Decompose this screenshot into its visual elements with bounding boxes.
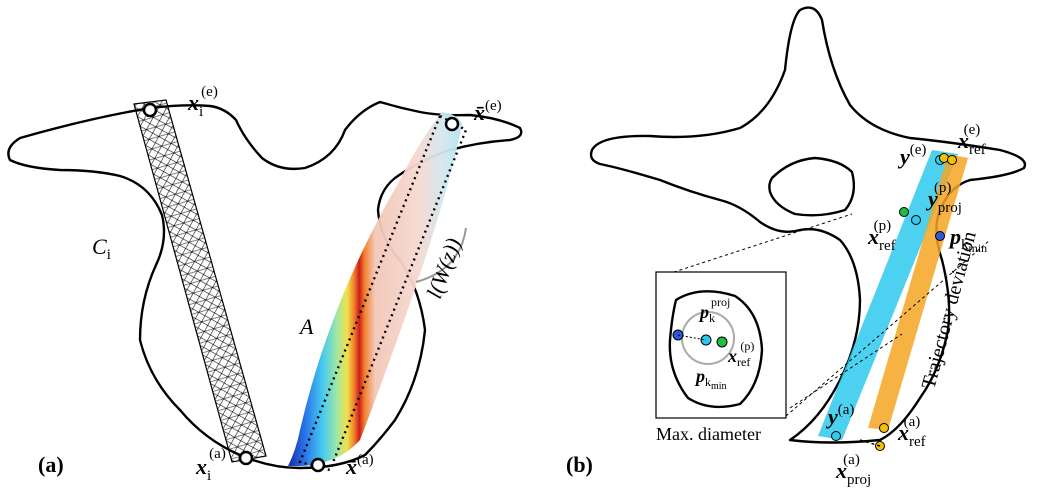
xref-p-label: xref(p) — [867, 218, 896, 254]
inset-caption: Max. diameter — [656, 424, 761, 444]
yproj-label: yproj(p) — [925, 180, 962, 216]
vertebra-outline-b — [589, 6, 1027, 444]
inset-box: pkproj xref(p) pkmin — [655, 271, 787, 419]
inset-xref-point — [716, 336, 728, 348]
cyan-band — [818, 150, 958, 440]
mean-entry-label: x̄(e) — [473, 98, 502, 125]
exit-point-a — [238, 450, 254, 466]
mean-entry-point — [444, 116, 460, 132]
yproj-point — [911, 215, 921, 225]
xref-a-point — [879, 423, 889, 433]
xref-e-label: xref(e) — [957, 122, 986, 158]
proj-line-bottom — [785, 239, 991, 417]
mean-exit-point — [310, 457, 326, 473]
panel-a: xi(e) Ci A x̄(e) l(W(z)) xi(a) x̄(a) (a) — [7, 84, 523, 484]
panel-a-label: (a) — [38, 452, 64, 477]
vertebra-outline-a — [7, 100, 523, 470]
inset-link — [677, 334, 707, 341]
xproj-a-label: xproj(a) — [835, 452, 871, 488]
inset-pk-label: pkproj — [698, 295, 730, 325]
cylinder-label: Ci — [92, 234, 111, 263]
mesh-cylinder — [133, 99, 267, 463]
orange-band — [868, 154, 968, 430]
y-a-label: y(a) — [825, 402, 854, 429]
heatmap-region — [288, 112, 462, 467]
exit-label: xi(a) — [195, 446, 226, 484]
entry-point-a — [142, 102, 158, 118]
inset-section-outline — [668, 290, 764, 409]
mean-exit-label: x̄(a) — [345, 452, 374, 479]
panel-b: pkproj xref(p) pkmin Max. diameter y(e) … — [566, 6, 1027, 488]
xref-e-point-2 — [947, 155, 957, 165]
panel-b-label: (b) — [566, 452, 593, 477]
y-e-label: y(e) — [897, 142, 926, 169]
inset-pkmin-label: pkmin — [694, 366, 727, 392]
entry-label: xi(e) — [187, 84, 218, 120]
pkmin-point-b — [935, 231, 945, 241]
length-arc — [415, 227, 467, 283]
inset-xref-label: xref(p) — [727, 339, 754, 369]
xref-a-label: xref(a) — [897, 414, 926, 450]
canal-outline-b — [768, 156, 856, 217]
xref-p-point — [899, 207, 909, 217]
region-label: A — [298, 314, 314, 339]
proj-line-top — [667, 213, 853, 275]
pkmin-label-b: pkmin — [948, 224, 987, 255]
y-a-point — [831, 431, 841, 441]
proj-line-mid — [789, 333, 903, 409]
